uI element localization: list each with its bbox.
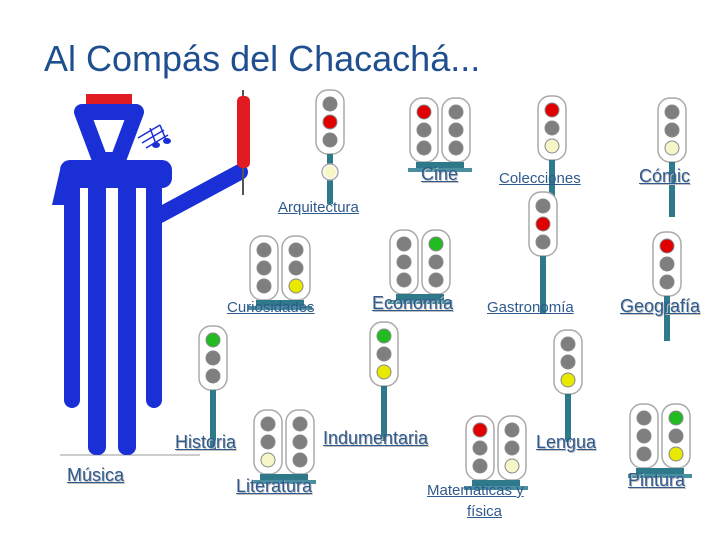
link-geografia[interactable]: Geografía — [620, 296, 701, 316]
music-notes-icon — [137, 124, 169, 149]
link-matematicas-line2[interactable]: física — [467, 503, 503, 520]
page-title: Al Compás del Chacachá... — [44, 38, 481, 79]
signal-matematicas — [464, 415, 528, 490]
signal-comic-a — [537, 95, 567, 215]
link-economia[interactable]: Economía — [372, 293, 454, 313]
link-cine[interactable]: Cine — [421, 164, 459, 184]
signal-cine — [315, 89, 345, 204]
signal-geografia — [652, 231, 682, 341]
link-literatura[interactable]: Literatura — [236, 476, 313, 496]
signal-colecciones — [408, 97, 472, 172]
link-indumentaria[interactable]: Indumentaria — [323, 428, 429, 448]
signal-pintura — [628, 403, 692, 478]
signal-lengua — [553, 329, 583, 442]
signal-historia — [198, 325, 228, 450]
link-comic[interactable]: Cómic — [639, 166, 691, 186]
link-pintura[interactable]: Pintura — [628, 470, 686, 490]
link-musica[interactable]: Música — [67, 465, 125, 485]
flag-icon — [237, 96, 250, 168]
link-historia[interactable]: Historia — [175, 432, 237, 452]
link-arquitectura[interactable]: Arquitectura — [278, 199, 359, 216]
link-curiosidades[interactable]: Curiosidades — [227, 299, 315, 316]
link-colecciones[interactable]: Colecciones — [499, 170, 581, 187]
signal-economia — [388, 229, 452, 304]
signal-literatura — [252, 409, 316, 484]
signal-curiosidades — [248, 235, 312, 310]
link-gastronomia[interactable]: Gastronomía — [487, 299, 574, 316]
signal-indumentaria — [369, 321, 399, 441]
signal-gastronomia — [528, 191, 558, 314]
link-matematicas-line1[interactable]: Matemáticas y — [427, 482, 524, 499]
signal-comic-b — [657, 97, 687, 217]
link-lengua[interactable]: Lengua — [536, 432, 597, 452]
